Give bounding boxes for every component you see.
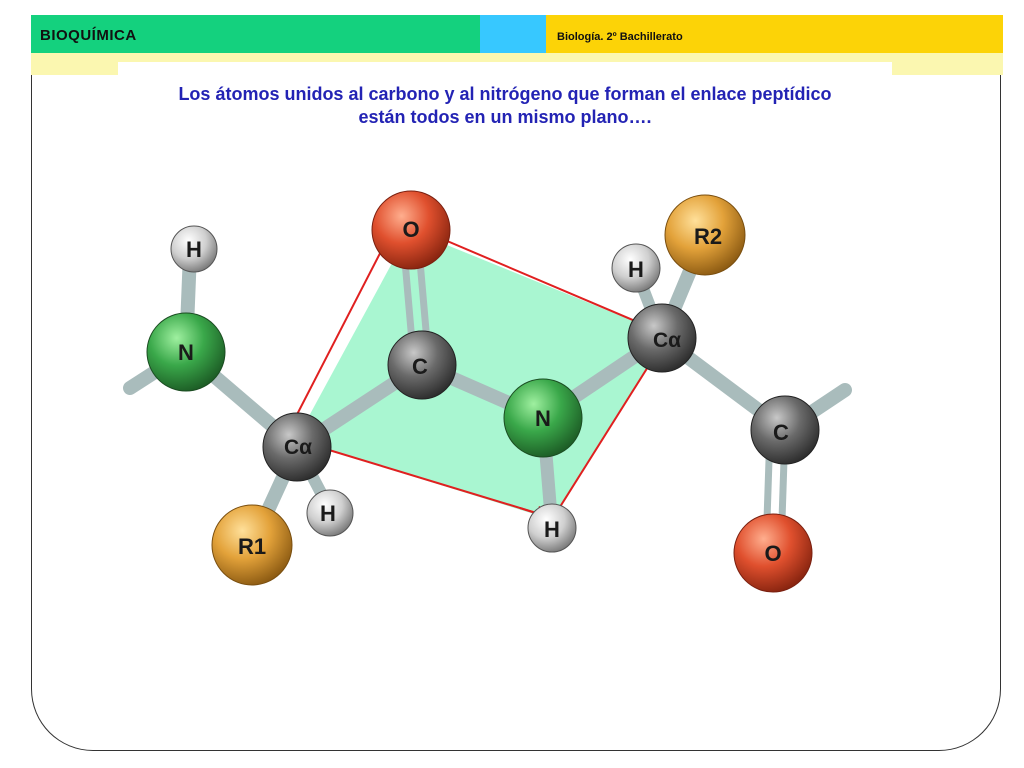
heading-line-1: Los átomos unidos al carbono y al nitróg… — [178, 84, 832, 104]
atom-c-terminal: C — [750, 395, 820, 465]
atom-label-r2: R2 — [694, 224, 722, 249]
atom-label-o-terminal: O — [764, 541, 781, 566]
atom-label-h-ca1: H — [320, 501, 336, 526]
atom-label-ca1: Cα — [284, 436, 312, 459]
atom-o-terminal: O — [733, 513, 813, 593]
atom-o-carbonyl: O — [371, 190, 451, 270]
atom-label-n-amide: N — [535, 406, 551, 431]
atom-label-ca2: Cα — [653, 329, 681, 352]
atom-h-amide: H — [527, 503, 577, 553]
atom-label-c-terminal: C — [773, 420, 789, 445]
header-bar-cyan — [480, 15, 546, 53]
header-subtitle: Biología. 2º Bachillerato — [557, 31, 683, 43]
header-bar-green — [31, 15, 480, 53]
atom-label-h-amide: H — [544, 517, 560, 542]
edge-o-ca2 — [422, 229, 669, 336]
atom-r1: R1 — [211, 504, 293, 586]
atom-label-n-terminal: N — [178, 340, 194, 365]
content-panel — [118, 62, 892, 82]
atom-label-h-ca2: H — [628, 257, 644, 282]
atom-ca1: Cα — [262, 412, 332, 482]
heading-line-2: están todos en un mismo plano…. — [358, 107, 652, 127]
atom-h-terminal: H — [170, 225, 218, 273]
atom-label-r1: R1 — [238, 534, 266, 559]
atom-r2: R2 — [664, 194, 746, 276]
slide-frame — [31, 15, 1001, 751]
header-title: BIOQUÍMICA — [40, 27, 137, 44]
atom-ca2: Cα — [627, 303, 697, 373]
slide-heading: Los átomos unidos al carbono y al nitróg… — [118, 83, 892, 129]
atom-h-ca1: H — [306, 489, 354, 537]
atom-label-o-carbonyl: O — [402, 217, 419, 242]
atom-label-h-terminal: H — [186, 237, 202, 262]
edge-ca1-o — [286, 229, 393, 436]
edge-h-ca1 — [295, 439, 554, 519]
atom-label-c-carbonyl: C — [412, 354, 428, 379]
header-bar-yellow — [546, 15, 1003, 53]
atom-n-amide: N — [503, 378, 583, 458]
atom-n-terminal: N — [146, 312, 226, 392]
atom-h-ca2: H — [611, 243, 661, 293]
atom-c-carbonyl: C — [387, 330, 457, 400]
peptide-plane — [296, 230, 668, 520]
